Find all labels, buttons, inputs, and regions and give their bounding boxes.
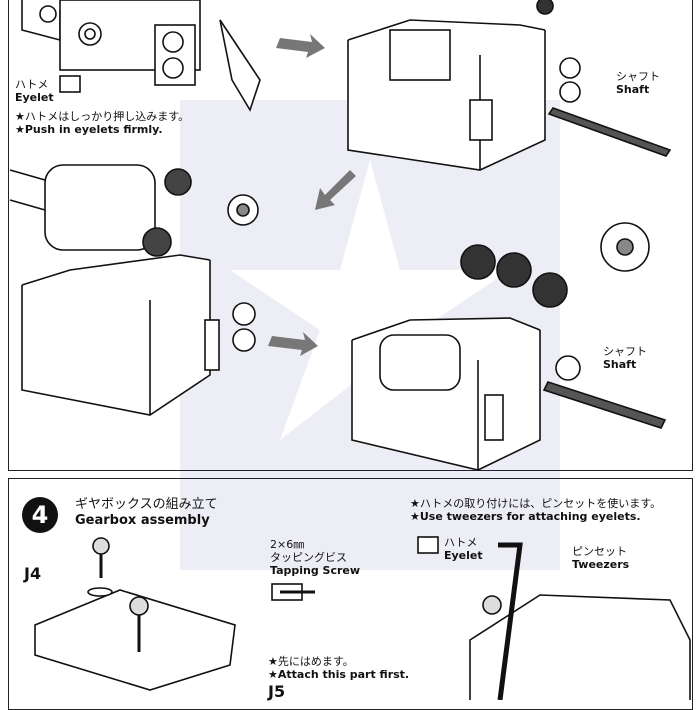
step-title-en: Gearbox assembly: [75, 513, 210, 528]
tweezers-label: ピンセット Tweezers: [572, 545, 629, 571]
eyelet-label-en: Eyelet: [15, 91, 54, 104]
part-label-j5: J5: [268, 682, 286, 701]
gearbox-with-lever-drawing: [21, 0, 261, 112]
tapping-screw-en: Tapping Screw: [270, 564, 361, 577]
step-title-jp: ギヤボックスの組み立て: [75, 497, 218, 512]
shaft-label-mid-jp: シャフト: [603, 345, 647, 358]
tapping-screw-label: 2×6㎜ タッピングビス Tapping Screw: [270, 538, 360, 577]
tweezers-label-en: Tweezers: [572, 558, 630, 571]
process-arrows: [268, 34, 356, 356]
shaft-label-mid: シャフト Shaft: [603, 345, 647, 371]
tweezers-note: ★ハトメの取り付けには、ピンセットを使います。 ★Use tweezers fo…: [410, 497, 661, 523]
eyelet-label-bottom: ハトメ Eyelet: [444, 536, 483, 562]
tweezers-note-jp: ★ハトメの取り付けには、ピンセットを使います。: [410, 497, 662, 510]
eyelet-label-jp: ハトメ: [15, 78, 49, 91]
tapping-screw-size: 2×6㎜: [270, 538, 305, 551]
tweezers-label-jp: ピンセット: [572, 545, 627, 558]
step-number-badge: 4: [22, 497, 58, 533]
shaft-label-top-jp: シャフト: [616, 70, 660, 83]
eyelet-label-bottom-en: Eyelet: [444, 549, 483, 562]
tapping-screw-jp: タッピングビス: [270, 551, 347, 564]
gearbox-with-motor-drawing: [9, 164, 259, 416]
gearbox-assembly-drawing: [34, 75, 691, 700]
shaft-label-top: シャフト Shaft: [616, 70, 660, 96]
attach-first-note-en: ★Attach this part first.: [268, 668, 410, 681]
tweezers-note-en: ★Use tweezers for attaching eyelets.: [410, 510, 641, 523]
attach-first-note-jp: ★先にはめます。: [268, 655, 354, 668]
push-eyelets-note: ★ハトメはしっかり押し込みます。 ★Push in eyelets firmly…: [15, 110, 189, 136]
gearbox-with-shaft-drawing: [347, 0, 672, 171]
push-eyelets-note-jp: ★ハトメはしっかり押し込みます。: [15, 110, 190, 123]
shaft-label-top-en: Shaft: [616, 83, 650, 96]
push-eyelets-note-en: ★Push in eyelets firmly.: [15, 123, 163, 136]
gearbox-with-gears-drawing: [351, 222, 667, 471]
shaft-label-mid-en: Shaft: [603, 358, 637, 371]
eyelet-label-bottom-jp: ハトメ: [444, 536, 478, 549]
eyelet-label: ハトメ Eyelet: [15, 78, 54, 104]
part-label-j4: J4: [24, 564, 42, 583]
step-title: ギヤボックスの組み立て Gearbox assembly: [75, 497, 218, 529]
attach-first-note: ★先にはめます。 ★Attach this part first.: [268, 655, 409, 681]
